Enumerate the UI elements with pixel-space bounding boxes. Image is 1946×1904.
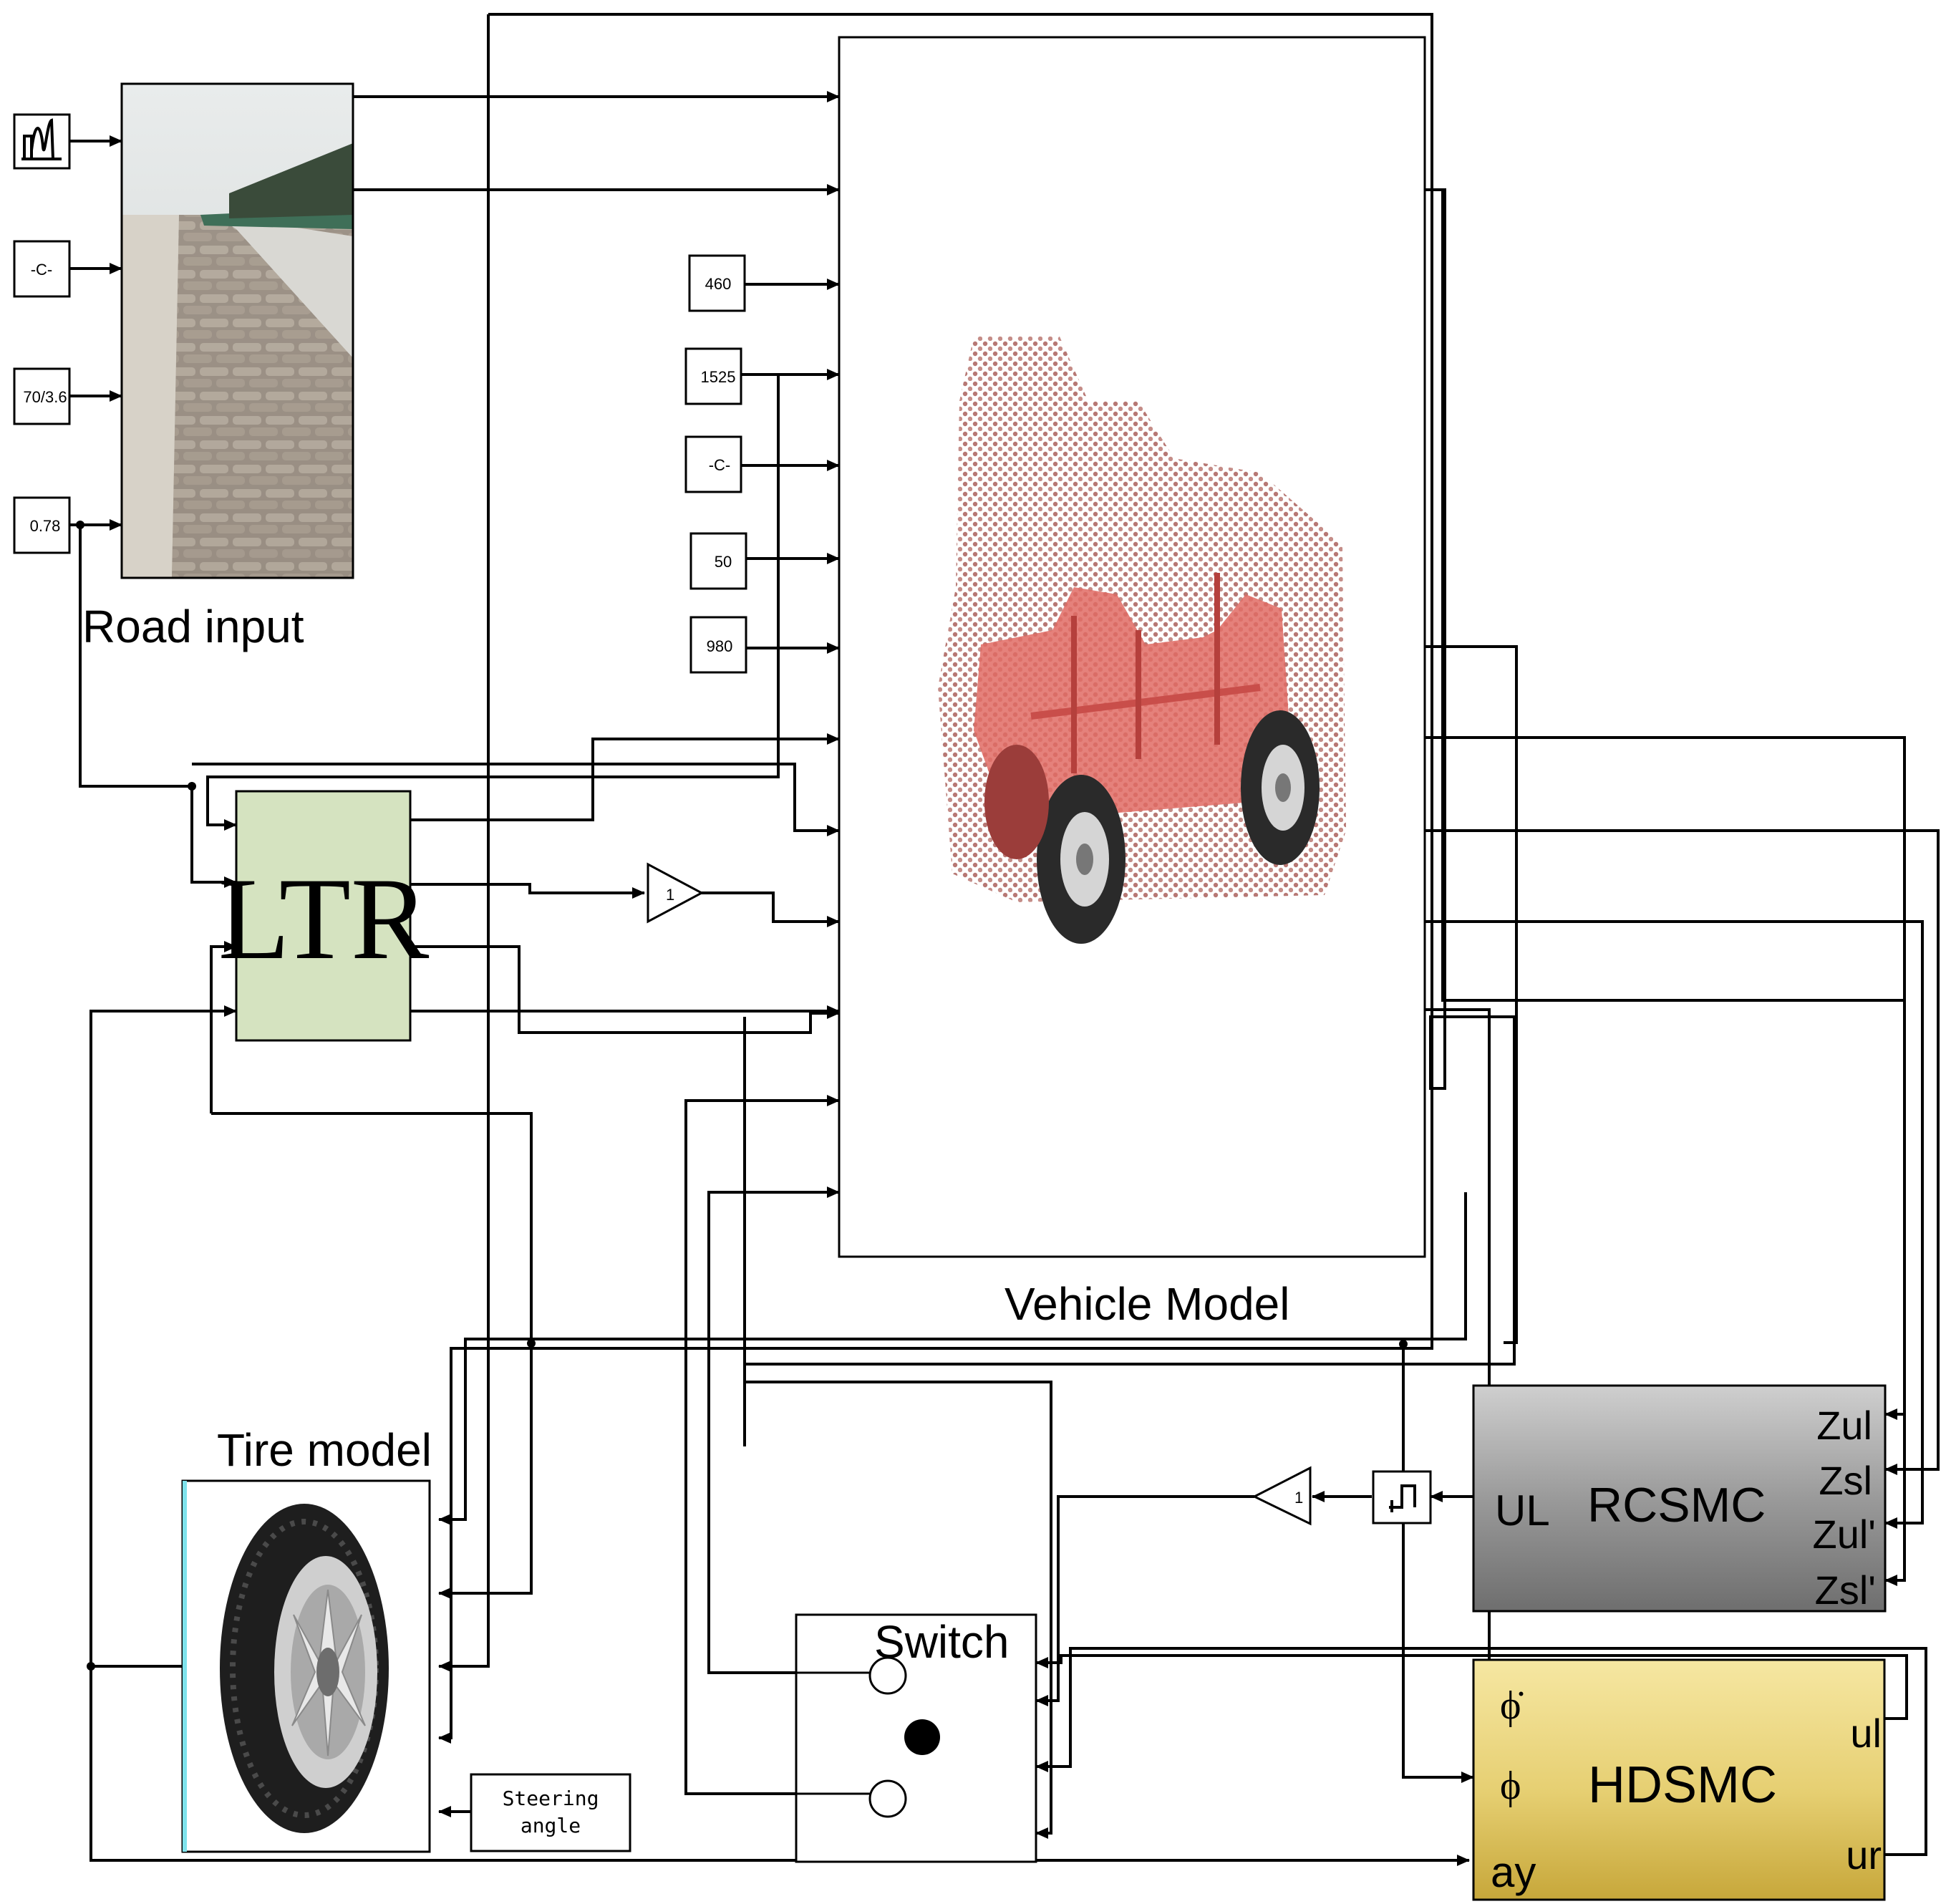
steering-angle-line2: angle: [521, 1814, 581, 1837]
hdsmc-group: ϕ̇ ϕ ay HDSMC ul ur: [1472, 1658, 1886, 1901]
vehicle-constant-label-3: -C-: [709, 456, 731, 474]
steering-angle-block[interactable]: [470, 1773, 631, 1852]
rcsmc-block[interactable]: [1472, 1384, 1887, 1613]
ltr-group: LTR: [218, 790, 430, 1042]
rcsmc-input-label-2: Zsl: [1819, 1458, 1872, 1503]
steering-angle-line1: Steering: [503, 1787, 599, 1810]
road-photo-block[interactable]: [120, 82, 354, 579]
vehicle-constant-block-2[interactable]: [684, 347, 742, 405]
hdsmc-input-label-1: ϕ̇: [1500, 1683, 1523, 1728]
gain-ltr-block[interactable]: [647, 862, 705, 924]
hdsmc-output-label-2: ur: [1846, 1832, 1882, 1878]
rcsmc-output-label: UL: [1495, 1487, 1550, 1535]
ltr-label: LTR: [218, 854, 430, 984]
vehicle-constant-block-3[interactable]: [684, 435, 742, 493]
tire-icon: [220, 1504, 389, 1833]
rcsmc-group: UL RCSMC Zul Zsl Zul' Zsl': [1472, 1384, 1887, 1613]
rcsmc-title: RCSMC: [1587, 1478, 1766, 1532]
hdsmc-input-label-2: ϕ: [1500, 1764, 1521, 1808]
road-input-title: Road input: [82, 601, 304, 652]
step-icon: [1389, 1484, 1416, 1512]
vehicle-constant-label-2: 1525: [701, 368, 736, 386]
rcsmc-input-label-3: Zul': [1813, 1512, 1876, 1557]
tire-model-title: Tire model: [217, 1424, 432, 1476]
vehicle-constant-block-4[interactable]: [689, 532, 747, 590]
hdsmc-output-label-1: ul: [1850, 1711, 1882, 1756]
vehicle-chassis-image: [938, 337, 1346, 944]
road-constant-block-1[interactable]: [13, 240, 71, 298]
road-constant-block-2[interactable]: [13, 367, 71, 425]
vehicle-constant-label-4: 50: [715, 553, 732, 571]
switch-control-port: [904, 1719, 940, 1755]
switch-input-port-2: [868, 1779, 907, 1818]
road-input-group: -C- 70/3.6 0.78 Road input: [13, 82, 354, 652]
gain-ltr-label: 1: [666, 886, 674, 904]
road-constant-label-1: -C-: [31, 261, 53, 279]
hdsmc-input-label-3: ay: [1491, 1848, 1536, 1896]
tire-model-group: Tire model Steering angle: [181, 1424, 631, 1853]
rcsmc-input-label-1: Zul: [1816, 1403, 1872, 1448]
switch-input-port-1: [868, 1656, 907, 1695]
rcsmc-input-label-4: Zsl': [1815, 1567, 1876, 1613]
switch-group: Switch: [795, 1613, 1037, 1863]
tire-model-block[interactable]: [181, 1479, 431, 1853]
vehicle-constant-label-1: 460: [705, 275, 732, 293]
hdsmc-title: HDSMC: [1588, 1756, 1777, 1814]
vehicle-model-group: Vehicle Model 460 1525 -C- 50 980: [684, 36, 1426, 1330]
vehicle-model-title: Vehicle Model: [1005, 1278, 1289, 1330]
gain-rc-label: 1: [1294, 1489, 1303, 1507]
vehicle-constant-block-5[interactable]: [689, 616, 747, 674]
unit-delay-group: 1: [1252, 1466, 1432, 1526]
vehicle-constant-label-5: 980: [707, 637, 733, 655]
road-constant-block-3[interactable]: [13, 496, 71, 554]
gain-rc-block[interactable]: [1252, 1466, 1312, 1526]
gain-ltr-group: 1: [647, 862, 705, 924]
hdsmc-block[interactable]: [1472, 1658, 1886, 1901]
ltr-block[interactable]: [235, 790, 412, 1042]
waveform-icon: [21, 118, 62, 160]
road-constant-label-2: 70/3.6: [23, 388, 67, 406]
road-constant-label-3: 0.78: [30, 517, 61, 535]
vehicle-constant-block-1[interactable]: [688, 254, 746, 312]
